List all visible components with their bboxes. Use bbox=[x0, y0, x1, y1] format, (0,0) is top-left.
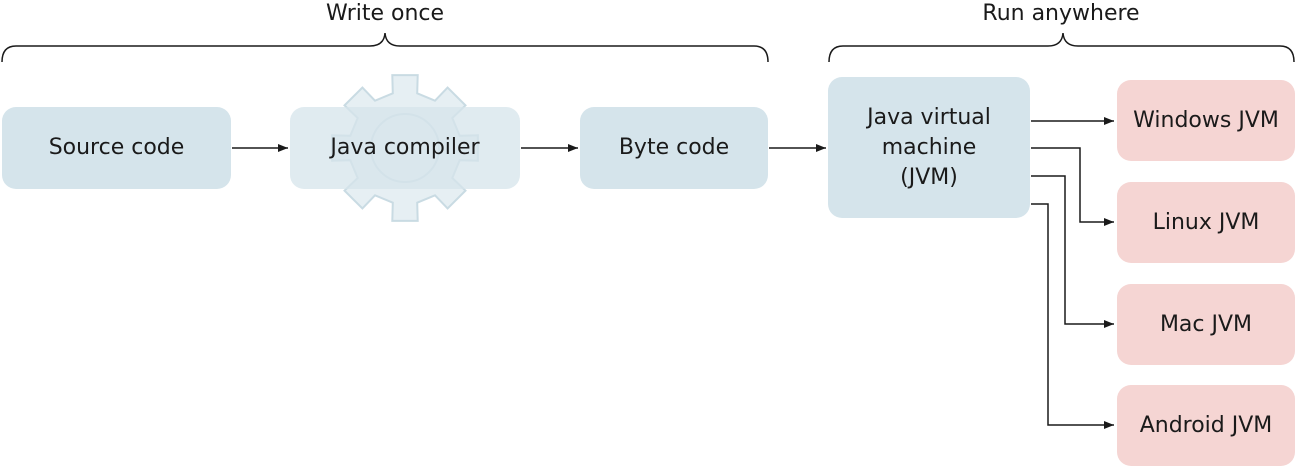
mac-jvm-node: Mac JVM bbox=[1117, 284, 1295, 365]
jvm-label: Java virtual machine (JVM) bbox=[867, 103, 991, 193]
arrow-jvm-to-android bbox=[1031, 203, 1114, 429]
arrow-jvm-to-linux bbox=[1031, 147, 1114, 226]
jvm-label-line-1: Java virtual bbox=[867, 104, 991, 130]
linux-jvm-node: Linux JVM bbox=[1117, 182, 1295, 263]
source-code-label: Source code bbox=[48, 135, 185, 160]
byte-code-node: Byte code bbox=[580, 107, 768, 189]
byte-code-label: Byte code bbox=[618, 135, 730, 160]
jvm-label-line-2: machine bbox=[881, 134, 977, 160]
windows-jvm-node: Windows JVM bbox=[1117, 80, 1295, 161]
mac-jvm-label: Mac JVM bbox=[1159, 311, 1253, 337]
write-once-label: Write once bbox=[325, 1, 445, 26]
jvm-node: Java virtual machine (JVM) bbox=[828, 77, 1030, 218]
java-compiler-label: Java compiler bbox=[330, 135, 480, 160]
source-code-node: Source code bbox=[2, 107, 231, 189]
android-jvm-node: Android JVM bbox=[1117, 385, 1295, 466]
windows-jvm-label: Windows JVM bbox=[1133, 107, 1279, 133]
arrow-jvm-to-mac bbox=[1031, 175, 1114, 328]
write-once-brace bbox=[1, 32, 769, 63]
run-anywhere-label: Run anywhere bbox=[982, 1, 1140, 26]
java-compiler-node: Java compiler bbox=[290, 107, 520, 189]
linux-jvm-label: Linux JVM bbox=[1152, 209, 1260, 235]
jvm-label-line-3: (JVM) bbox=[900, 164, 958, 190]
android-jvm-label: Android JVM bbox=[1139, 412, 1273, 438]
run-anywhere-brace bbox=[828, 32, 1295, 63]
